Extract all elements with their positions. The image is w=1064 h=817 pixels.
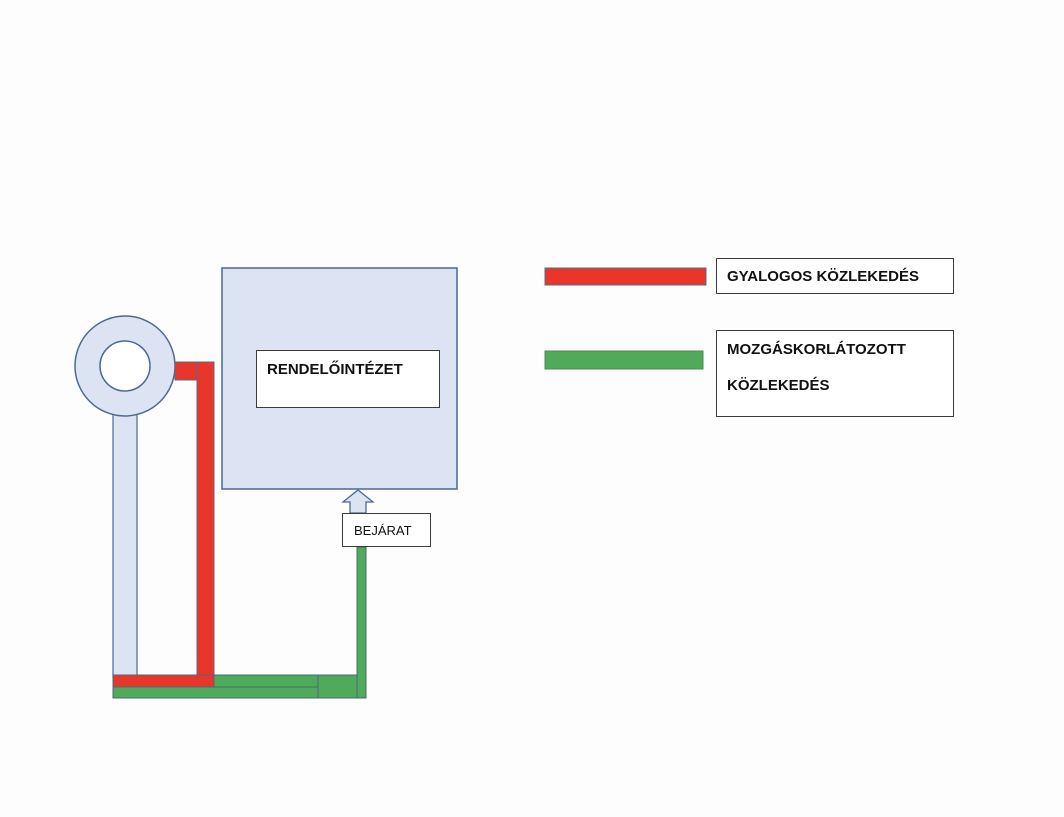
clinic-label-text: RENDELŐINTÉZET — [267, 361, 403, 378]
legend-text-accessible-line1: MOZGÁSKORLÁTOZOTT — [727, 341, 906, 358]
accessible-path-corner — [317, 674, 358, 699]
accessible-path-upper — [213, 674, 319, 688]
pedestrian-path-stub — [174, 361, 198, 381]
roundabout-center — [99, 340, 151, 392]
clinic-label: RENDELŐINTÉZET — [256, 350, 440, 408]
accessible-path-vertical — [356, 546, 367, 699]
pedestrian-path-vertical — [196, 361, 215, 677]
pedestrian-path-horizontal — [112, 674, 215, 688]
legend-label-accessible: MOZGÁSKORLÁTOZOTT KÖZLEKEDÉS — [716, 330, 954, 417]
legend-text-accessible-line2: KÖZLEKEDÉS — [727, 377, 830, 394]
accessible-path-lower — [112, 686, 319, 699]
entrance-label-text: BEJÁRAT — [354, 523, 412, 538]
entrance-arrow-icon — [341, 489, 375, 514]
entrance-label: BEJÁRAT — [342, 513, 431, 547]
legend-swatch-pedestrian — [544, 267, 707, 286]
access-road — [112, 411, 138, 678]
legend-text-pedestrian: GYALOGOS KÖZLEKEDÉS — [727, 268, 919, 285]
legend-label-pedestrian: GYALOGOS KÖZLEKEDÉS — [716, 258, 954, 294]
legend-swatch-accessible — [544, 350, 704, 370]
